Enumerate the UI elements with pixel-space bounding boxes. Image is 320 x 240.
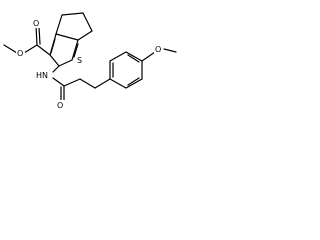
methoxy-oxygen-label: O <box>155 45 161 54</box>
molecule-structure: O O S HN O O <box>3 12 177 110</box>
methoxy-group <box>141 48 177 62</box>
methyl-ester-group <box>3 25 51 56</box>
cyclopentane-ring <box>55 12 93 41</box>
ester-oxygen-label: O <box>17 49 23 58</box>
thiophene-sulfur-label: S <box>77 56 82 65</box>
amide-oxygen-label: O <box>57 101 63 110</box>
thiophene-ring <box>49 33 79 67</box>
amide-chain <box>52 65 96 105</box>
benzene-ring <box>94 51 143 89</box>
ester-carbonyl-oxygen-label: O <box>33 19 39 28</box>
methyl-bond <box>3 44 18 54</box>
amide-nh-label: HN <box>36 71 48 80</box>
